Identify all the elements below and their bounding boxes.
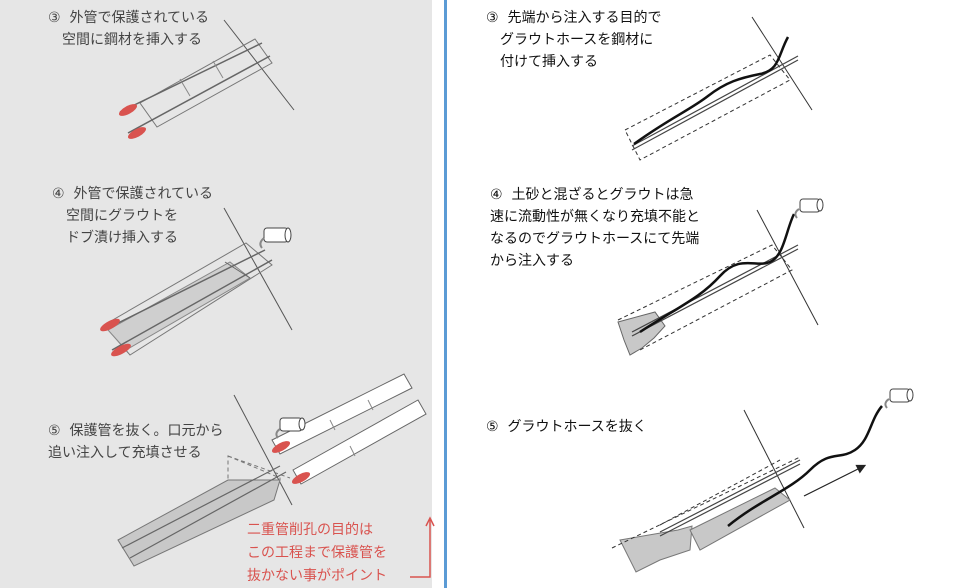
steel-bar bbox=[659, 459, 801, 533]
steel-bar bbox=[103, 249, 266, 331]
grout-body bbox=[689, 487, 791, 551]
right-step5-figure bbox=[611, 388, 914, 573]
grout-hose bbox=[633, 36, 790, 146]
steel-bar bbox=[631, 248, 799, 337]
bar-tip bbox=[118, 104, 138, 116]
bar-tip bbox=[127, 127, 147, 139]
left-step3-caption: ③ 外管で保護されている 空間に鋼材を挿入する bbox=[48, 10, 210, 48]
steel-bar bbox=[119, 42, 263, 113]
steel-bar bbox=[631, 55, 799, 147]
ground-surface-line bbox=[233, 394, 293, 506]
right-step3-caption: ③ 先端から注入する目的で グラウトホースを鋼材に 付けて挿入する bbox=[486, 10, 662, 70]
grout-hose bbox=[639, 213, 796, 334]
ground-surface-line bbox=[223, 19, 295, 111]
casing-tip bbox=[271, 441, 291, 453]
ground-surface-line bbox=[743, 409, 805, 529]
steel-bar bbox=[659, 463, 801, 537]
steel-bar bbox=[121, 465, 281, 549]
steel-bar bbox=[631, 59, 799, 151]
grout-fill bbox=[107, 261, 251, 351]
ground-surface-line bbox=[751, 16, 813, 111]
steel-bar bbox=[129, 471, 287, 559]
grout-body bbox=[117, 479, 281, 567]
right-step4-caption: ④ 土砂と混ざるとグラウトは急 速に流動性が無くなり充填不能と なるのでグラウト… bbox=[490, 187, 700, 269]
ground-surface-line bbox=[756, 209, 819, 326]
borehole-outline bbox=[624, 54, 791, 161]
steel-bar bbox=[631, 244, 799, 333]
right-step5-caption: ⑤ グラウトホースを抜く bbox=[486, 419, 647, 435]
left-step3-figure bbox=[118, 19, 295, 139]
right-step4-figure bbox=[617, 198, 824, 356]
left-step4-caption: ④ 外管で保護されている 空間にグラウトを ドブ漬け挿入する bbox=[52, 186, 214, 246]
left-step4-figure bbox=[100, 207, 293, 357]
steel-bar bbox=[111, 259, 273, 351]
grout-pump-icon bbox=[263, 227, 289, 243]
grout-at-tip bbox=[619, 525, 693, 573]
note-pointer bbox=[410, 520, 431, 578]
casing-tip bbox=[291, 472, 311, 484]
left-step5-figure bbox=[117, 373, 435, 578]
grout-hose bbox=[727, 405, 883, 527]
bar-tip bbox=[111, 343, 131, 357]
pull-direction-arrow bbox=[803, 464, 867, 497]
outer-casing bbox=[139, 38, 273, 128]
panel-divider bbox=[444, 0, 447, 588]
left-step5-caption: ⑤ 保護管を抜く。口元から 追い注入して充填させる bbox=[48, 423, 224, 461]
ground-surface-line bbox=[223, 207, 293, 331]
right-step3-figure bbox=[624, 16, 813, 161]
bar-tip bbox=[100, 318, 120, 332]
steel-bar bbox=[127, 55, 271, 134]
key-point-note: 二重管削孔の目的は この工程まで保護管を 抜かない事がポイント bbox=[247, 522, 387, 584]
